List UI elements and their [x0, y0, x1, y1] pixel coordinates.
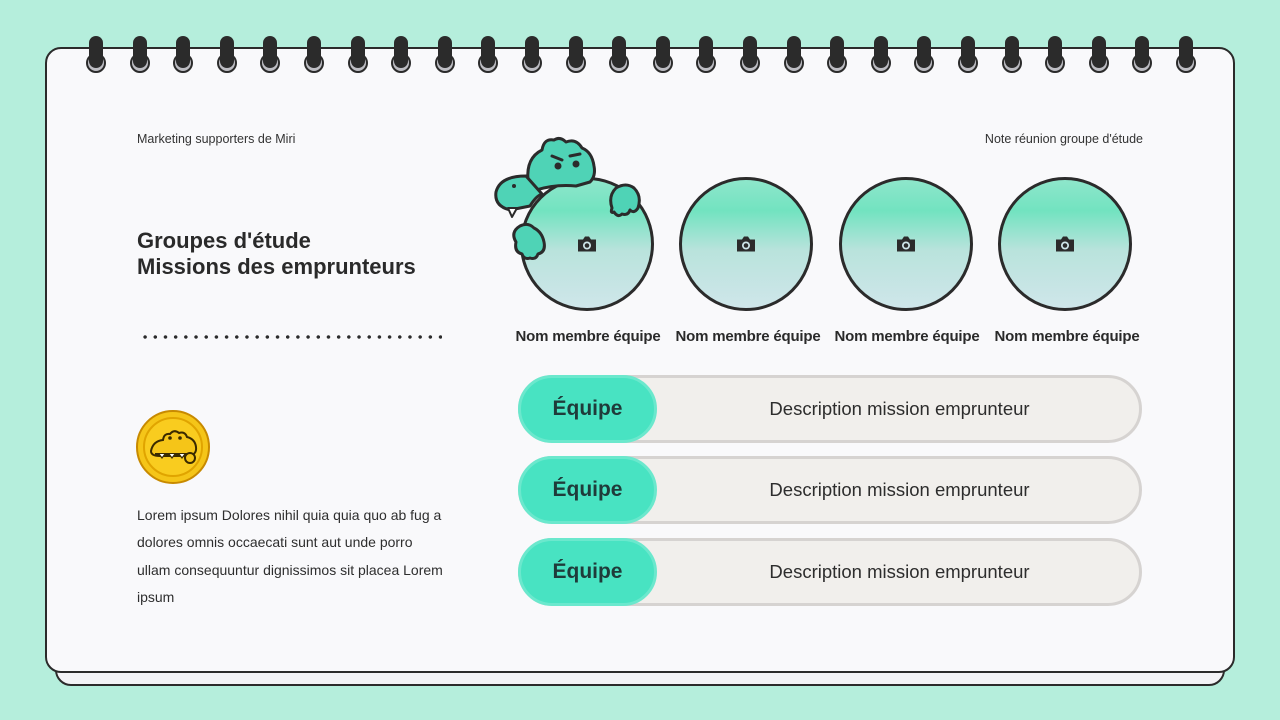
spiral-ring — [260, 36, 281, 76]
spiral-ring — [783, 36, 804, 76]
member-photo-4[interactable] — [998, 177, 1132, 311]
team-pill[interactable]: Équipe — [518, 456, 657, 524]
spiral-ring — [914, 36, 935, 76]
spiral-ring — [86, 36, 106, 76]
spiral-ring — [1001, 36, 1022, 76]
member-name-4: Nom membre équipe — [994, 328, 1140, 345]
camera-icon — [1056, 236, 1074, 252]
spiral-ring — [173, 36, 194, 76]
spiral-ring — [434, 36, 455, 76]
header-right-label: Note réunion groupe d'étude — [984, 132, 1143, 146]
spiral-ring — [696, 36, 717, 76]
team-pill[interactable]: Équipe — [518, 375, 657, 443]
spiral-ring — [958, 36, 978, 76]
spiral-ring — [827, 36, 848, 76]
spiral-ring — [652, 36, 673, 76]
spiral-ring — [1176, 36, 1196, 76]
spiral-ring — [304, 36, 324, 76]
header-left-label: Marketing supporters de Miri — [137, 132, 296, 146]
spiral-ring — [1045, 36, 1066, 76]
member-name-3: Nom membre équipe — [834, 328, 980, 345]
spiral-ring — [870, 36, 891, 76]
crocodile-mascot-icon — [494, 136, 641, 260]
team-pill[interactable]: Équipe — [518, 538, 657, 606]
spiral-ring — [216, 36, 237, 76]
mission-row-3: Description mission emprunteur Équipe — [518, 538, 1142, 606]
mission-description: Description mission emprunteur — [769, 398, 1030, 419]
spiral-ring — [1088, 36, 1109, 76]
mission-row-2: Description mission emprunteur Équipe — [518, 456, 1142, 524]
camera-icon — [737, 236, 755, 252]
description-text: Lorem ipsum Dolores nihil quia quia quo … — [137, 507, 443, 605]
spiral-ring — [347, 36, 368, 76]
dotted-divider — [140, 335, 442, 339]
spiral-ring — [609, 36, 630, 76]
title-line-2: Missions des emprunteurs — [137, 254, 416, 279]
mission-row-1: Description mission emprunteur Équipe — [518, 375, 1142, 443]
spiral-ring — [522, 36, 542, 76]
spiral-ring — [565, 36, 586, 76]
camera-icon — [578, 236, 596, 252]
mission-description: Description mission emprunteur — [769, 479, 1030, 500]
member-photo-3[interactable] — [839, 177, 973, 311]
spiral-ring — [391, 36, 412, 76]
camera-icon — [897, 236, 915, 252]
page-title: Groupes d'étude Missions des emprunteurs — [137, 228, 416, 280]
spiral-ring — [1132, 36, 1153, 76]
spiral-ring — [129, 36, 150, 76]
member-name-1: Nom membre équipe — [515, 328, 661, 345]
crocodile-coin-icon — [136, 410, 210, 484]
mission-description: Description mission emprunteur — [769, 561, 1030, 582]
spiral-ring — [740, 36, 760, 76]
member-photo-2[interactable] — [679, 177, 813, 311]
spiral-ring — [478, 36, 499, 76]
member-name-2: Nom membre équipe — [675, 328, 821, 345]
title-line-1: Groupes d'étude — [137, 228, 311, 253]
